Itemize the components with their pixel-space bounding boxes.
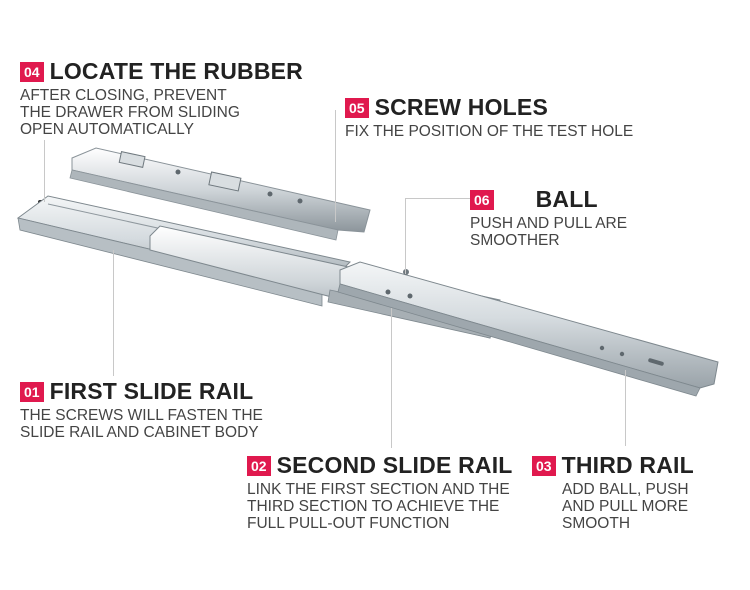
desc-locate-rubber: AFTER CLOSING, PREVENT THE DRAWER FROM S… — [20, 87, 240, 138]
leader-line-06 — [405, 198, 470, 199]
title-second-slide-rail: SECOND SLIDE RAIL — [276, 452, 513, 478]
leader-line-02 — [391, 308, 392, 448]
title-third-rail: THIRD RAIL — [561, 452, 694, 478]
desc-screw-holes: FIX THE POSITION OF THE TEST HOLE — [345, 123, 634, 140]
desc-first-slide-rail: THE SCREWS WILL FASTEN THE SLIDE RAIL AN… — [20, 407, 263, 441]
leader-line-03 — [625, 370, 626, 446]
callout-ball: 06 BALL PUSH AND PULL ARE SMOOTHER — [470, 186, 627, 249]
badge-01: 01 — [20, 381, 44, 402]
badge-02: 02 — [247, 455, 271, 476]
desc-ball: PUSH AND PULL ARE SMOOTHER — [470, 215, 628, 249]
badge-05: 05 — [345, 97, 369, 118]
title-first-slide-rail: FIRST SLIDE RAIL — [49, 378, 254, 404]
desc-second-slide-rail: LINK THE FIRST SECTION AND THE THIRD SEC… — [247, 481, 510, 532]
ball-bearing — [403, 269, 409, 275]
leader-line-05 — [335, 110, 336, 222]
leader-line-01 — [113, 250, 114, 376]
badge-03: 03 — [532, 455, 556, 476]
leader-line-04 — [44, 140, 45, 202]
title-locate-rubber: LOCATE THE RUBBER — [49, 58, 303, 84]
badge-06: 06 — [470, 189, 494, 210]
title-screw-holes: SCREW HOLES — [374, 94, 549, 120]
desc-third-rail: ADD BALL, PUSH AND PULL MORE SMOOTH — [562, 481, 689, 532]
leader-line-06-v — [405, 198, 406, 274]
inner-member-rail — [69, 147, 371, 241]
badge-04: 04 — [20, 61, 44, 82]
third-rail-shape — [337, 261, 719, 397]
title-ball: BALL — [535, 186, 598, 212]
